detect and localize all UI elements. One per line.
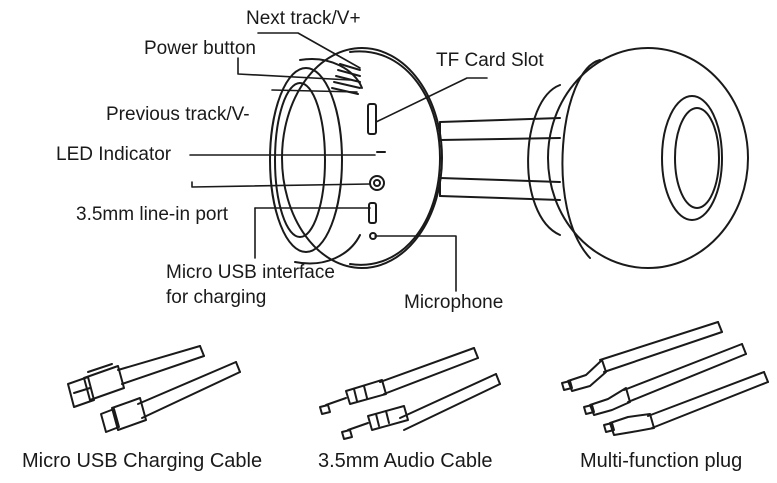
jack-shape (369, 175, 385, 191)
caption-usb-cable: Micro USB Charging Cable (22, 450, 263, 472)
tf-slot-shape (367, 103, 377, 135)
label-micro-usb-line2: for charging (166, 287, 267, 308)
usb-cable-art (67, 345, 241, 433)
right-ear-cup (527, 47, 749, 269)
caption-multi-function-plug: Multi-function plug (580, 450, 743, 472)
left-ear-cup (269, 47, 443, 269)
label-microphone: Microphone (404, 292, 504, 313)
label-line-in-port: 3.5mm line-in port (76, 204, 229, 225)
usb-port-shape (368, 202, 377, 224)
multi-plug-art (561, 321, 769, 436)
label-previous-track: Previous track/V- (106, 104, 250, 125)
label-micro-usb-line1: Micro USB interface (166, 262, 335, 283)
label-power-button: Power button (144, 38, 256, 59)
label-led-indicator: LED Indicator (56, 144, 172, 165)
caption-audio-cable: 3.5mm Audio Cable (318, 450, 493, 472)
leader-lines (189, 32, 488, 292)
label-next-track: Next track/V+ (246, 8, 361, 29)
label-tf-card-slot: TF Card Slot (436, 50, 544, 71)
headband (439, 117, 561, 201)
audio-cable-art (319, 347, 501, 440)
